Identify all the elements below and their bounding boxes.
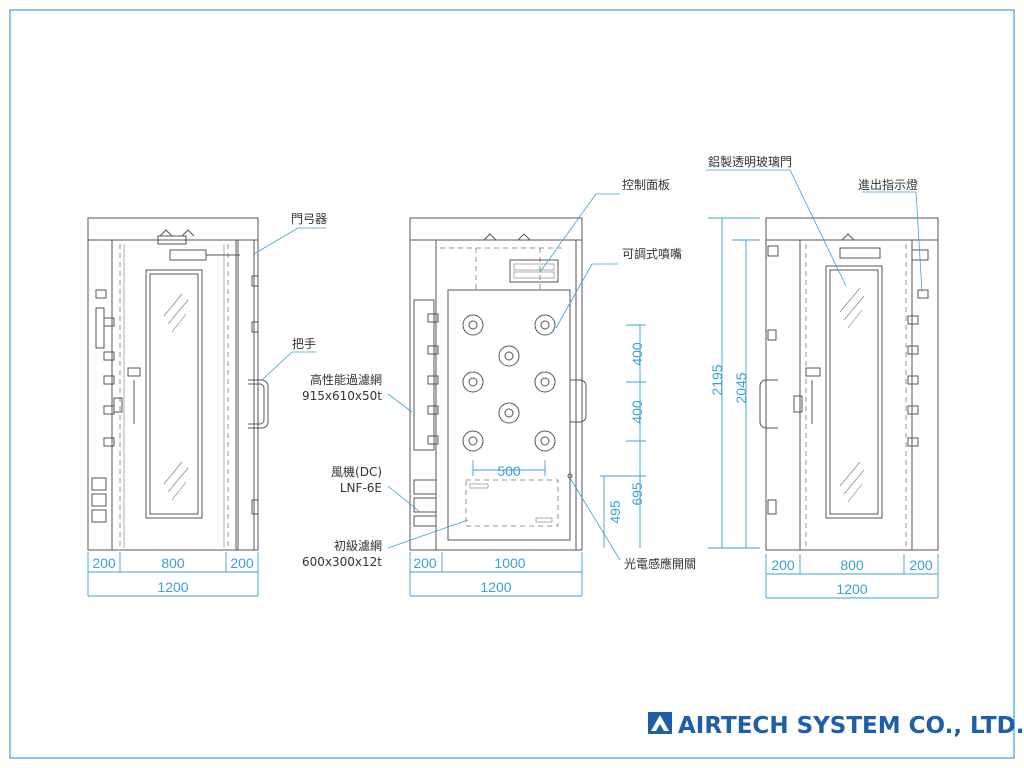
label-glass-door: 鋁製透明玻璃門 — [708, 155, 792, 169]
brand-name: AIRTECH SYSTEM CO., LTD. — [678, 713, 1024, 739]
nozzle-group — [462, 314, 556, 452]
label-indicator: 進出指示燈 — [858, 177, 918, 192]
left-front-view: 200 800 200 1200 — [87, 217, 326, 597]
label-handle: 把手 — [292, 337, 316, 351]
label-pre-filter-size: 600x300x12t — [302, 555, 382, 569]
label-door-closer: 門弓器 — [291, 212, 327, 226]
center-dim-1200: 1200 — [480, 579, 511, 595]
right-dim-200-a: 200 — [771, 557, 795, 573]
label-pre-filter: 初級濾網 — [334, 538, 382, 553]
right-dim-2195: 2195 — [709, 364, 725, 395]
right-dim-2045: 2045 — [733, 372, 749, 403]
label-fan: 風機(DC) — [331, 464, 382, 479]
center-dim-495: 495 — [607, 500, 623, 524]
center-dim-200: 200 — [413, 555, 437, 571]
left-dim-200-a: 200 — [92, 555, 116, 571]
left-dim-1200: 1200 — [157, 579, 188, 595]
label-hepa-filter: 高性能過濾網 — [310, 372, 382, 387]
label-fan-model: LNF-6E — [340, 481, 382, 495]
label-hepa-size: 915x610x50t — [302, 389, 382, 403]
label-control-panel: 控制面板 — [622, 178, 670, 192]
center-dim-1000: 1000 — [494, 555, 525, 571]
center-dim-500: 500 — [497, 463, 521, 479]
left-dim-800: 800 — [161, 555, 185, 571]
right-dim-800: 800 — [840, 557, 864, 573]
label-photo-switch: 光電感應開關 — [624, 556, 696, 571]
right-rear-view: 2195 2045 200 800 200 1200 — [706, 169, 939, 599]
center-dim-400-b: 400 — [629, 400, 645, 424]
right-dim-200-b: 200 — [909, 557, 933, 573]
center-dim-695: 695 — [629, 482, 645, 506]
center-dim-400-a: 400 — [629, 342, 645, 366]
right-dim-1200: 1200 — [836, 581, 867, 597]
label-nozzle: 可調式噴嘴 — [622, 247, 682, 261]
left-dim-200-b: 200 — [230, 555, 254, 571]
airtech-logo-icon — [648, 712, 672, 734]
center-interior-view: 500 400 400 695 495 200 1000 1200 — [387, 193, 646, 597]
page-border — [9, 9, 1015, 759]
